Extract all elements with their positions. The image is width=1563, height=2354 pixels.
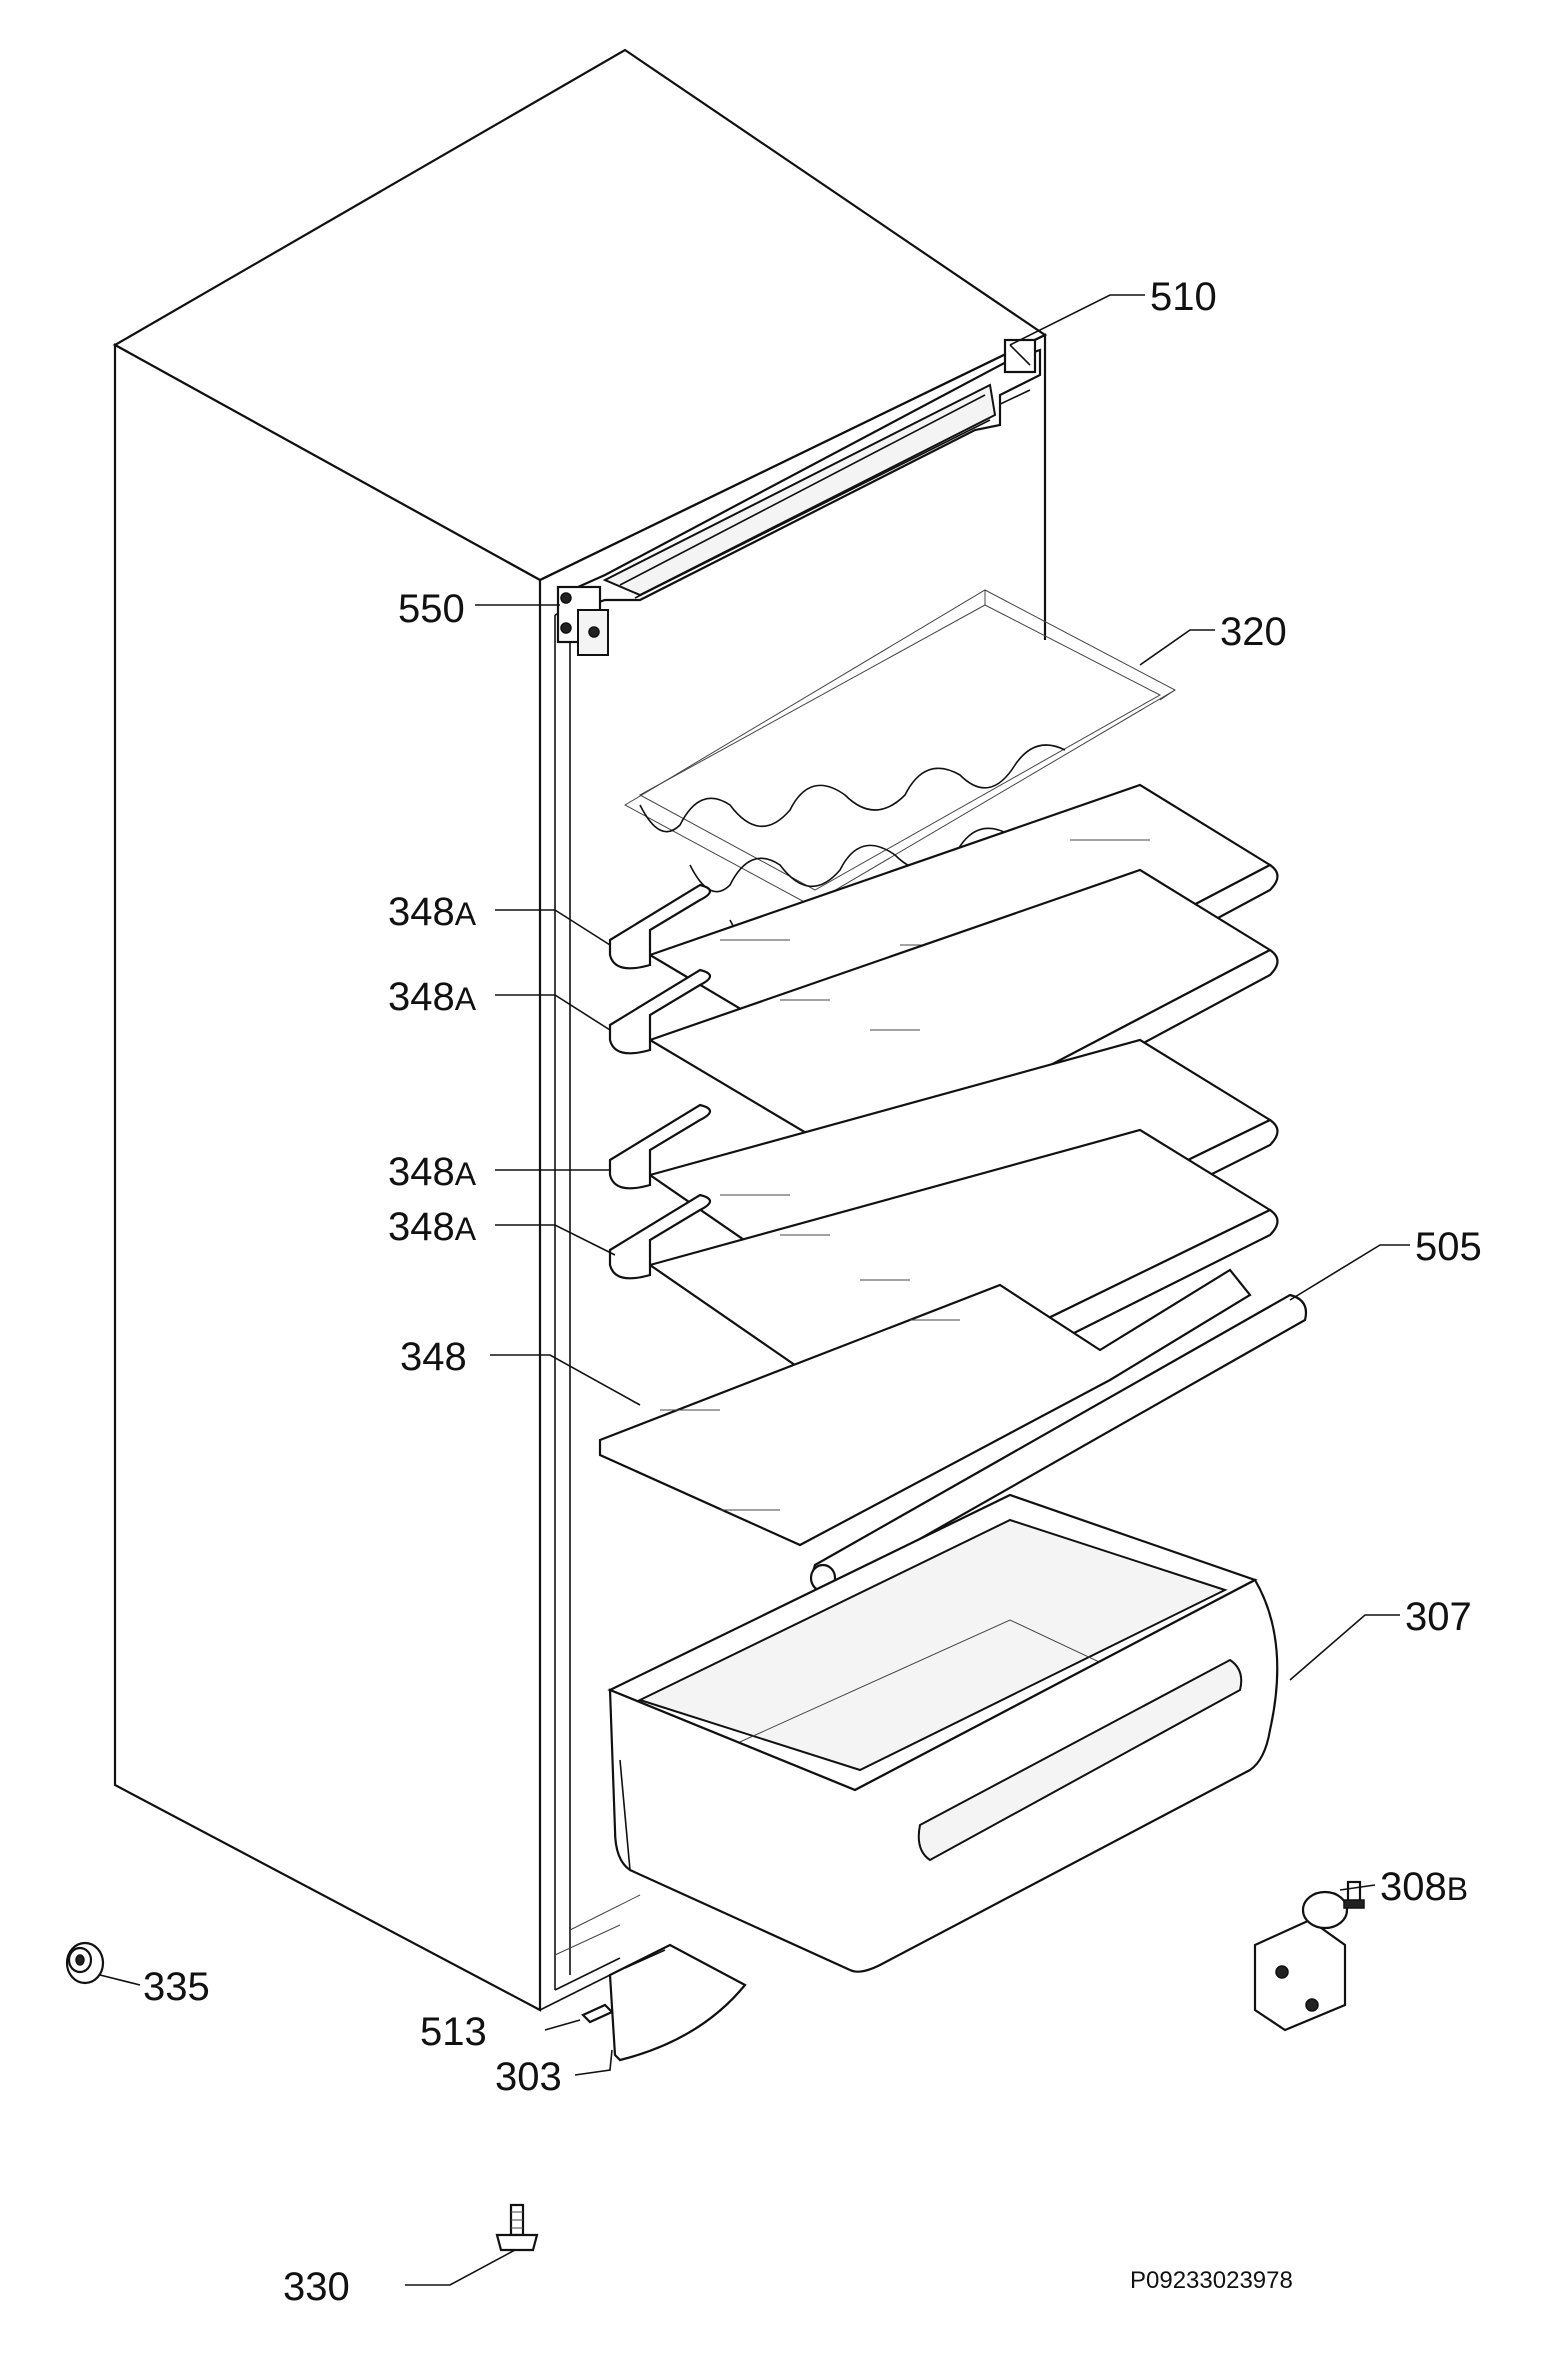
- callout-505: 505: [1415, 1225, 1482, 1269]
- callout-number: 348: [388, 890, 455, 934]
- bracket-550: [556, 585, 609, 656]
- callout-suffix: A: [455, 1156, 477, 1192]
- callout-510: 510: [1150, 275, 1217, 319]
- glass-plate-348: [598, 1268, 1252, 1547]
- callout-number: 348: [388, 975, 455, 1019]
- callout-number: 348: [388, 1205, 455, 1249]
- callout-suffix: A: [455, 1211, 477, 1247]
- callout-number: 348: [388, 1150, 455, 1194]
- hinge-308B: [1253, 1880, 1365, 2032]
- callout-550: 550: [398, 587, 465, 631]
- leader-lines: [99, 294, 1410, 2286]
- callout-320: 320: [1220, 610, 1287, 654]
- callout-348A-4: 348A: [388, 1205, 477, 1249]
- callout-335: 335: [143, 1965, 210, 2009]
- foot-335: [65, 1941, 105, 1985]
- callout-348A-3: 348A: [388, 1150, 477, 1194]
- callout-suffix: A: [455, 896, 477, 932]
- callout-suffix: A: [455, 981, 477, 1017]
- callout-suffix: B: [1447, 1871, 1468, 1907]
- callout-348A-1: 348A: [388, 890, 477, 934]
- cover-303: [608, 1943, 747, 2062]
- adjustable-foot-330: [495, 2203, 539, 2252]
- refrigerator-cabinet: [112, 48, 1048, 2012]
- callout-348: 348: [400, 1335, 467, 1379]
- drawing-code: P09233023978: [1130, 2267, 1293, 2294]
- callout-330: 330: [283, 2265, 350, 2309]
- callout-307: 307: [1405, 1595, 1472, 1639]
- part-513: [581, 2003, 614, 2024]
- callout-303: 303: [495, 2055, 562, 2099]
- callout-number: 308: [1380, 1865, 1447, 1909]
- crisper-drawer-307: [607, 1493, 1279, 1973]
- callout-513: 513: [420, 2010, 487, 2054]
- callout-348A-2: 348A: [388, 975, 477, 1019]
- callout-308B: 308B: [1380, 1865, 1468, 1909]
